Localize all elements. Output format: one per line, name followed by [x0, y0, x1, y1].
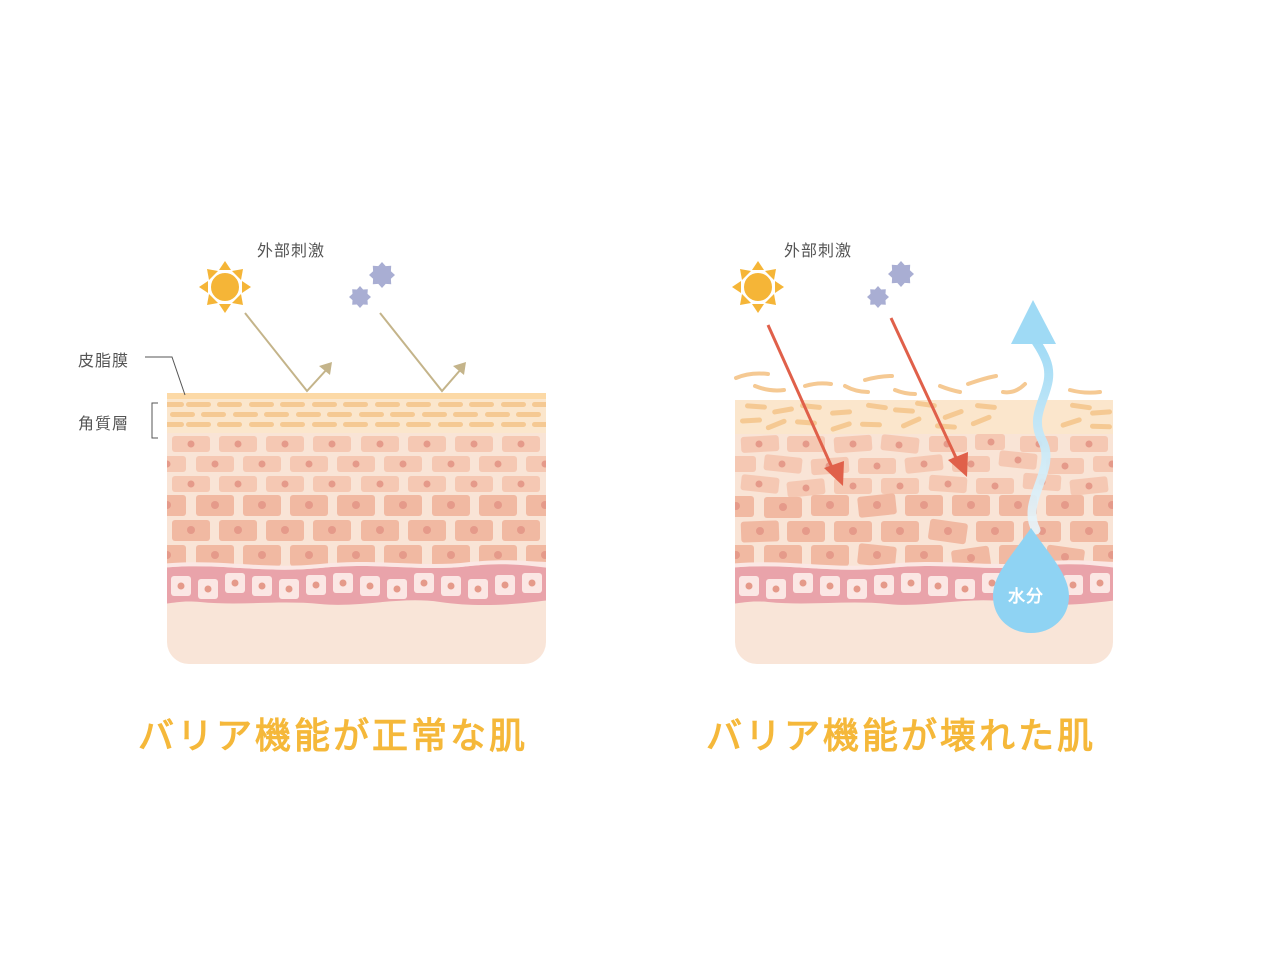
- penetrating-arrow: [766, 317, 960, 473]
- stratum-corneum-label: 角質層: [78, 414, 130, 433]
- skin-cross-section-damaged: [735, 400, 1113, 664]
- corneum-dashes: [167, 402, 546, 427]
- basal-layer: [167, 564, 546, 606]
- water-evaporation-trail: [1027, 335, 1054, 535]
- sun-icon: [732, 261, 784, 313]
- irritant-star-icon: [349, 262, 395, 308]
- water-droplet: [993, 528, 1069, 633]
- corneum-bracket: [151, 402, 158, 439]
- healthy-skin-title: バリア機能が正常な肌: [138, 716, 529, 757]
- sebum-film-label: 皮脂膜: [78, 351, 130, 370]
- sun-icon: [199, 261, 251, 313]
- sebum-pointer-line: [145, 356, 186, 396]
- sebum-film: [167, 393, 546, 399]
- irritant-star-icon: [867, 261, 914, 308]
- external-stimulus-label: 外部刺激: [257, 241, 326, 260]
- external-stimulus-label: 外部刺激: [784, 241, 853, 260]
- epidermis-cells: [167, 436, 546, 566]
- flaking-scales: [734, 371, 1102, 396]
- water-label: 水分: [1008, 587, 1044, 607]
- reflected-arrow: [244, 312, 463, 393]
- skin-cross-section-healthy: [167, 393, 546, 664]
- damaged-skin-title: バリア機能が壊れた肌: [706, 716, 1097, 757]
- evaporation-arrowhead: [1011, 300, 1056, 344]
